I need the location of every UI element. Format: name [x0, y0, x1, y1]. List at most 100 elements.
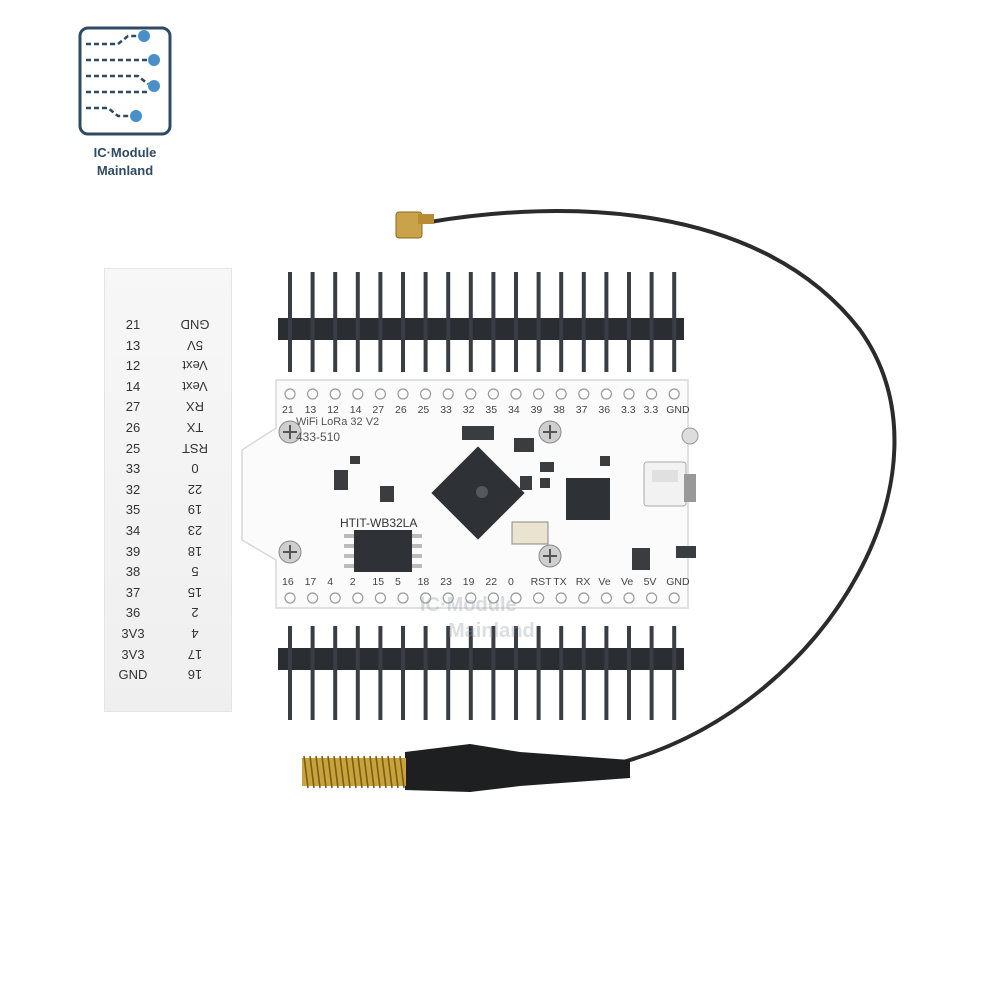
- header-bar: [278, 318, 684, 340]
- pcb-hole: [487, 592, 499, 604]
- header-pin: [491, 272, 496, 372]
- pcb-hole: [623, 388, 635, 400]
- watermark-line-2: Mainland: [448, 620, 535, 642]
- crystal: [511, 521, 549, 545]
- antenna-sleeve: [405, 744, 630, 792]
- header-pin: [446, 272, 451, 372]
- watermark: IC·Module Mainland: [420, 592, 535, 644]
- logo-line-1: IC·Module: [93, 145, 157, 160]
- pcb-pin-label: 35: [485, 404, 498, 416]
- pinout-left-label: GND: [118, 667, 148, 683]
- pcb-hole: [645, 592, 658, 604]
- spring-coil: [333, 755, 339, 789]
- header-pin: [401, 272, 405, 372]
- battery-connector-icon: [643, 461, 696, 507]
- spring-coil: [375, 755, 381, 789]
- pcb-pin-label: 14: [349, 404, 362, 416]
- usb-serial-chip: [566, 478, 610, 520]
- spring-coil: [303, 755, 309, 789]
- pinout-left-label: 33: [125, 461, 141, 477]
- header-pin: [310, 626, 315, 720]
- spring-coil: [369, 755, 375, 789]
- pcb-hole: [374, 592, 386, 604]
- pcb-hole: [600, 592, 613, 604]
- spring-coil: [357, 755, 363, 789]
- header-pin: [649, 272, 654, 372]
- pcb-pin-label: 33: [440, 404, 452, 416]
- header-pin: [604, 272, 609, 372]
- pcb-hole: [420, 592, 432, 604]
- pcb-pin-label: Ve: [621, 576, 634, 588]
- header-bar: [278, 648, 684, 670]
- header-pin: [446, 626, 451, 720]
- header-pin: [491, 626, 496, 720]
- pcb-pin-label: 4: [327, 576, 334, 588]
- header-pin: [401, 626, 405, 720]
- flash-chip: [344, 530, 422, 572]
- spring-coil: [351, 755, 357, 789]
- pcb-pin-label: 22: [485, 576, 498, 588]
- pcb-pin-label: 38: [553, 404, 565, 416]
- pinout-left-label: 12: [125, 358, 141, 374]
- spring-antenna-icon: [302, 755, 406, 789]
- pcb-pin-label: 3.3: [643, 404, 659, 416]
- pcb-hole: [374, 388, 386, 400]
- pcb-hole: [307, 388, 319, 400]
- header-pin: [581, 626, 586, 720]
- spring-coil: [381, 755, 387, 789]
- pinout-left-label: 37: [125, 584, 141, 600]
- pcb-hole: [465, 388, 477, 400]
- pcb-pin-label: 0: [508, 576, 514, 588]
- pinout-left-label: 32: [125, 481, 141, 497]
- pcb-hole: [284, 592, 296, 604]
- pcb-hole: [668, 592, 680, 604]
- header-pin: [536, 272, 541, 372]
- header-pin: [288, 626, 292, 720]
- spring-coil: [345, 755, 351, 789]
- spring-coil: [321, 755, 327, 789]
- board-name-label: WiFi LoRa 32 V2: [296, 416, 380, 428]
- pinout-left-label: 36: [125, 605, 141, 621]
- pcb-hole: [578, 592, 590, 604]
- spring-coil: [387, 755, 393, 789]
- header-pin: [423, 626, 428, 720]
- pcb-hole: [532, 388, 545, 400]
- pinout-left-label: 3V3: [121, 646, 145, 662]
- pcb-pin-label: GND: [666, 404, 690, 416]
- pcb-pin-label: 25: [417, 404, 430, 416]
- pcb-hole: [600, 388, 613, 400]
- pcb-hole: [510, 388, 522, 400]
- pcb-hole: [397, 592, 409, 604]
- pcb-hole: [442, 388, 454, 400]
- pinout-left-label: 13: [125, 337, 141, 353]
- pcb-hole: [645, 388, 658, 400]
- pcb-pin-label: 19: [462, 576, 475, 588]
- pcb-pin-label: 27: [372, 404, 385, 416]
- pcb-hole: [307, 592, 319, 604]
- header-pin: [559, 272, 564, 372]
- pcb-pin-label: 32: [462, 404, 475, 416]
- pcb-pin-label: RST: [530, 576, 552, 588]
- header-pin: [423, 272, 428, 372]
- spring-coil: [315, 755, 321, 789]
- pcb-hole: [487, 388, 499, 400]
- spring-coil: [339, 755, 345, 789]
- pcb-hole: [420, 388, 432, 400]
- pcb-hole: [555, 592, 567, 604]
- pcb-pin-label: 21: [282, 404, 294, 416]
- pcb-pin-label: 3.3: [621, 404, 636, 416]
- ipex-connector-icon: [395, 211, 434, 239]
- pcb-hole: [623, 592, 635, 604]
- pcb-hole: [352, 388, 364, 400]
- pcb-pin-label: 39: [530, 404, 543, 416]
